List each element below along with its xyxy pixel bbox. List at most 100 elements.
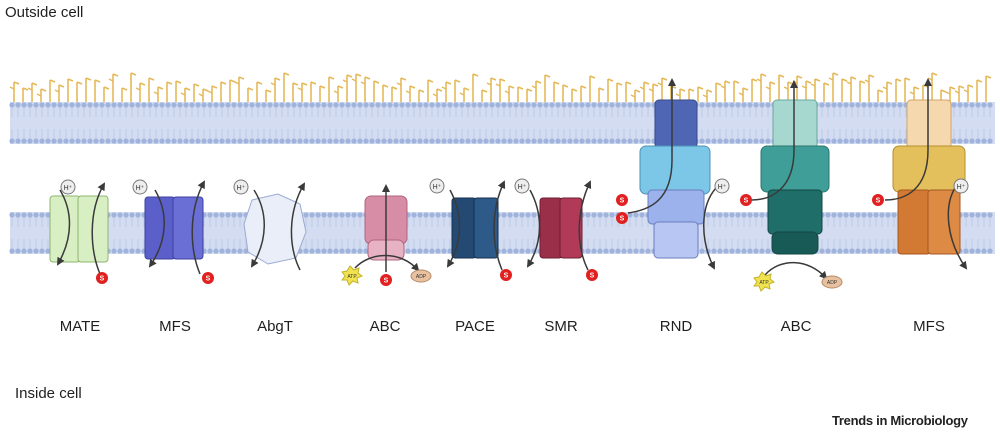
abc-tri-adaptor xyxy=(760,145,830,193)
lipid-head xyxy=(447,138,453,144)
abc-tri-inner xyxy=(767,189,823,235)
lipid-head xyxy=(45,212,51,218)
lipid-head xyxy=(75,138,81,144)
lipid-head xyxy=(291,138,297,144)
abc-tri-atp-arrow xyxy=(764,261,828,280)
lipid-head xyxy=(885,138,891,144)
lipid-head xyxy=(525,138,531,144)
mate-body-left xyxy=(49,195,81,263)
lipid-head xyxy=(87,102,93,108)
smr-body-left xyxy=(539,197,563,259)
lipid-head xyxy=(501,102,507,108)
lipid-head xyxy=(183,102,189,108)
lipid-head xyxy=(159,138,165,144)
lipid-head xyxy=(465,138,471,144)
lipid-head xyxy=(135,138,141,144)
lipid-head xyxy=(885,212,891,218)
lipid-head xyxy=(831,138,837,144)
pump-label-mate: MATE xyxy=(59,318,101,335)
lipid-head xyxy=(165,102,171,108)
outer-membrane xyxy=(9,102,995,144)
lipid-head xyxy=(87,138,93,144)
lipid-head xyxy=(105,138,111,144)
lipid-head xyxy=(123,212,129,218)
svg-text:ADP: ADP xyxy=(827,280,838,286)
lipid-head xyxy=(207,248,213,254)
lipid-head xyxy=(435,248,441,254)
lipid-head xyxy=(705,212,711,218)
lipid-head xyxy=(717,248,723,254)
lipid-head xyxy=(93,138,99,144)
lipid-head xyxy=(969,102,975,108)
lipid-head xyxy=(951,138,957,144)
lipid-head xyxy=(633,248,639,254)
lipid-head xyxy=(639,138,645,144)
lipid-head xyxy=(723,248,729,254)
lipid-head xyxy=(351,248,357,254)
lipid-head xyxy=(717,212,723,218)
lipid-head xyxy=(699,102,705,108)
lipid-head xyxy=(585,248,591,254)
lipid-head xyxy=(477,102,483,108)
lipid-head xyxy=(315,212,321,218)
lipid-head xyxy=(201,102,207,108)
lipid-head xyxy=(711,248,717,254)
lipid-head xyxy=(621,102,627,108)
pace-proton-arrow xyxy=(446,189,461,268)
svg-text:H⁺: H⁺ xyxy=(957,184,966,191)
lipid-head xyxy=(375,102,381,108)
lipid-head xyxy=(705,138,711,144)
lipid-head xyxy=(957,102,963,108)
lipid-head xyxy=(549,138,555,144)
lipid-head xyxy=(363,138,369,144)
abc-tri-outer-channel xyxy=(772,99,818,151)
lipid-head xyxy=(981,102,987,108)
lipid-head xyxy=(849,212,855,218)
outside-cell-label: Outside cell xyxy=(5,4,84,21)
lipid-head xyxy=(381,138,387,144)
lipid-head xyxy=(627,248,633,254)
lipid-head xyxy=(837,248,843,254)
lipid-head xyxy=(603,102,609,108)
lipid-head xyxy=(81,138,87,144)
lipid-head xyxy=(885,248,891,254)
mfs-tri-substrate-arrow xyxy=(884,78,932,201)
lipid-head xyxy=(549,102,555,108)
lipid-head xyxy=(33,138,39,144)
lipid-head xyxy=(507,248,513,254)
lipid-head xyxy=(129,212,135,218)
lipid-head xyxy=(987,102,993,108)
lipid-head xyxy=(267,138,273,144)
mate-transporter xyxy=(49,195,109,263)
lipid-head xyxy=(723,138,729,144)
lipid-head xyxy=(831,212,837,218)
substrate-icon: S xyxy=(96,272,108,284)
lipid-head xyxy=(441,138,447,144)
lipid-head xyxy=(303,102,309,108)
lipid-head xyxy=(333,248,339,254)
mate-proton-arrow xyxy=(57,189,71,266)
lipid-head xyxy=(297,102,303,108)
journal-credit: Trends in Microbiology xyxy=(832,413,968,428)
lipid-head xyxy=(489,138,495,144)
lipid-head xyxy=(429,212,435,218)
lipid-head xyxy=(207,138,213,144)
lipid-head xyxy=(603,248,609,254)
lipid-head xyxy=(447,248,453,254)
lipid-head xyxy=(15,212,21,218)
lipid-head xyxy=(987,248,993,254)
lipid-head xyxy=(525,248,531,254)
lipid-head xyxy=(345,212,351,218)
lipid-head xyxy=(729,138,735,144)
lipid-head xyxy=(267,102,273,108)
lipid-head xyxy=(723,102,729,108)
lipid-head xyxy=(219,212,225,218)
lipid-head xyxy=(201,138,207,144)
lipid-head xyxy=(753,138,759,144)
lipid-head xyxy=(9,248,15,254)
svg-text:S: S xyxy=(504,273,509,280)
lipid-head xyxy=(21,248,27,254)
lipid-head xyxy=(417,138,423,144)
lipid-head xyxy=(231,248,237,254)
lipid-head xyxy=(261,138,267,144)
